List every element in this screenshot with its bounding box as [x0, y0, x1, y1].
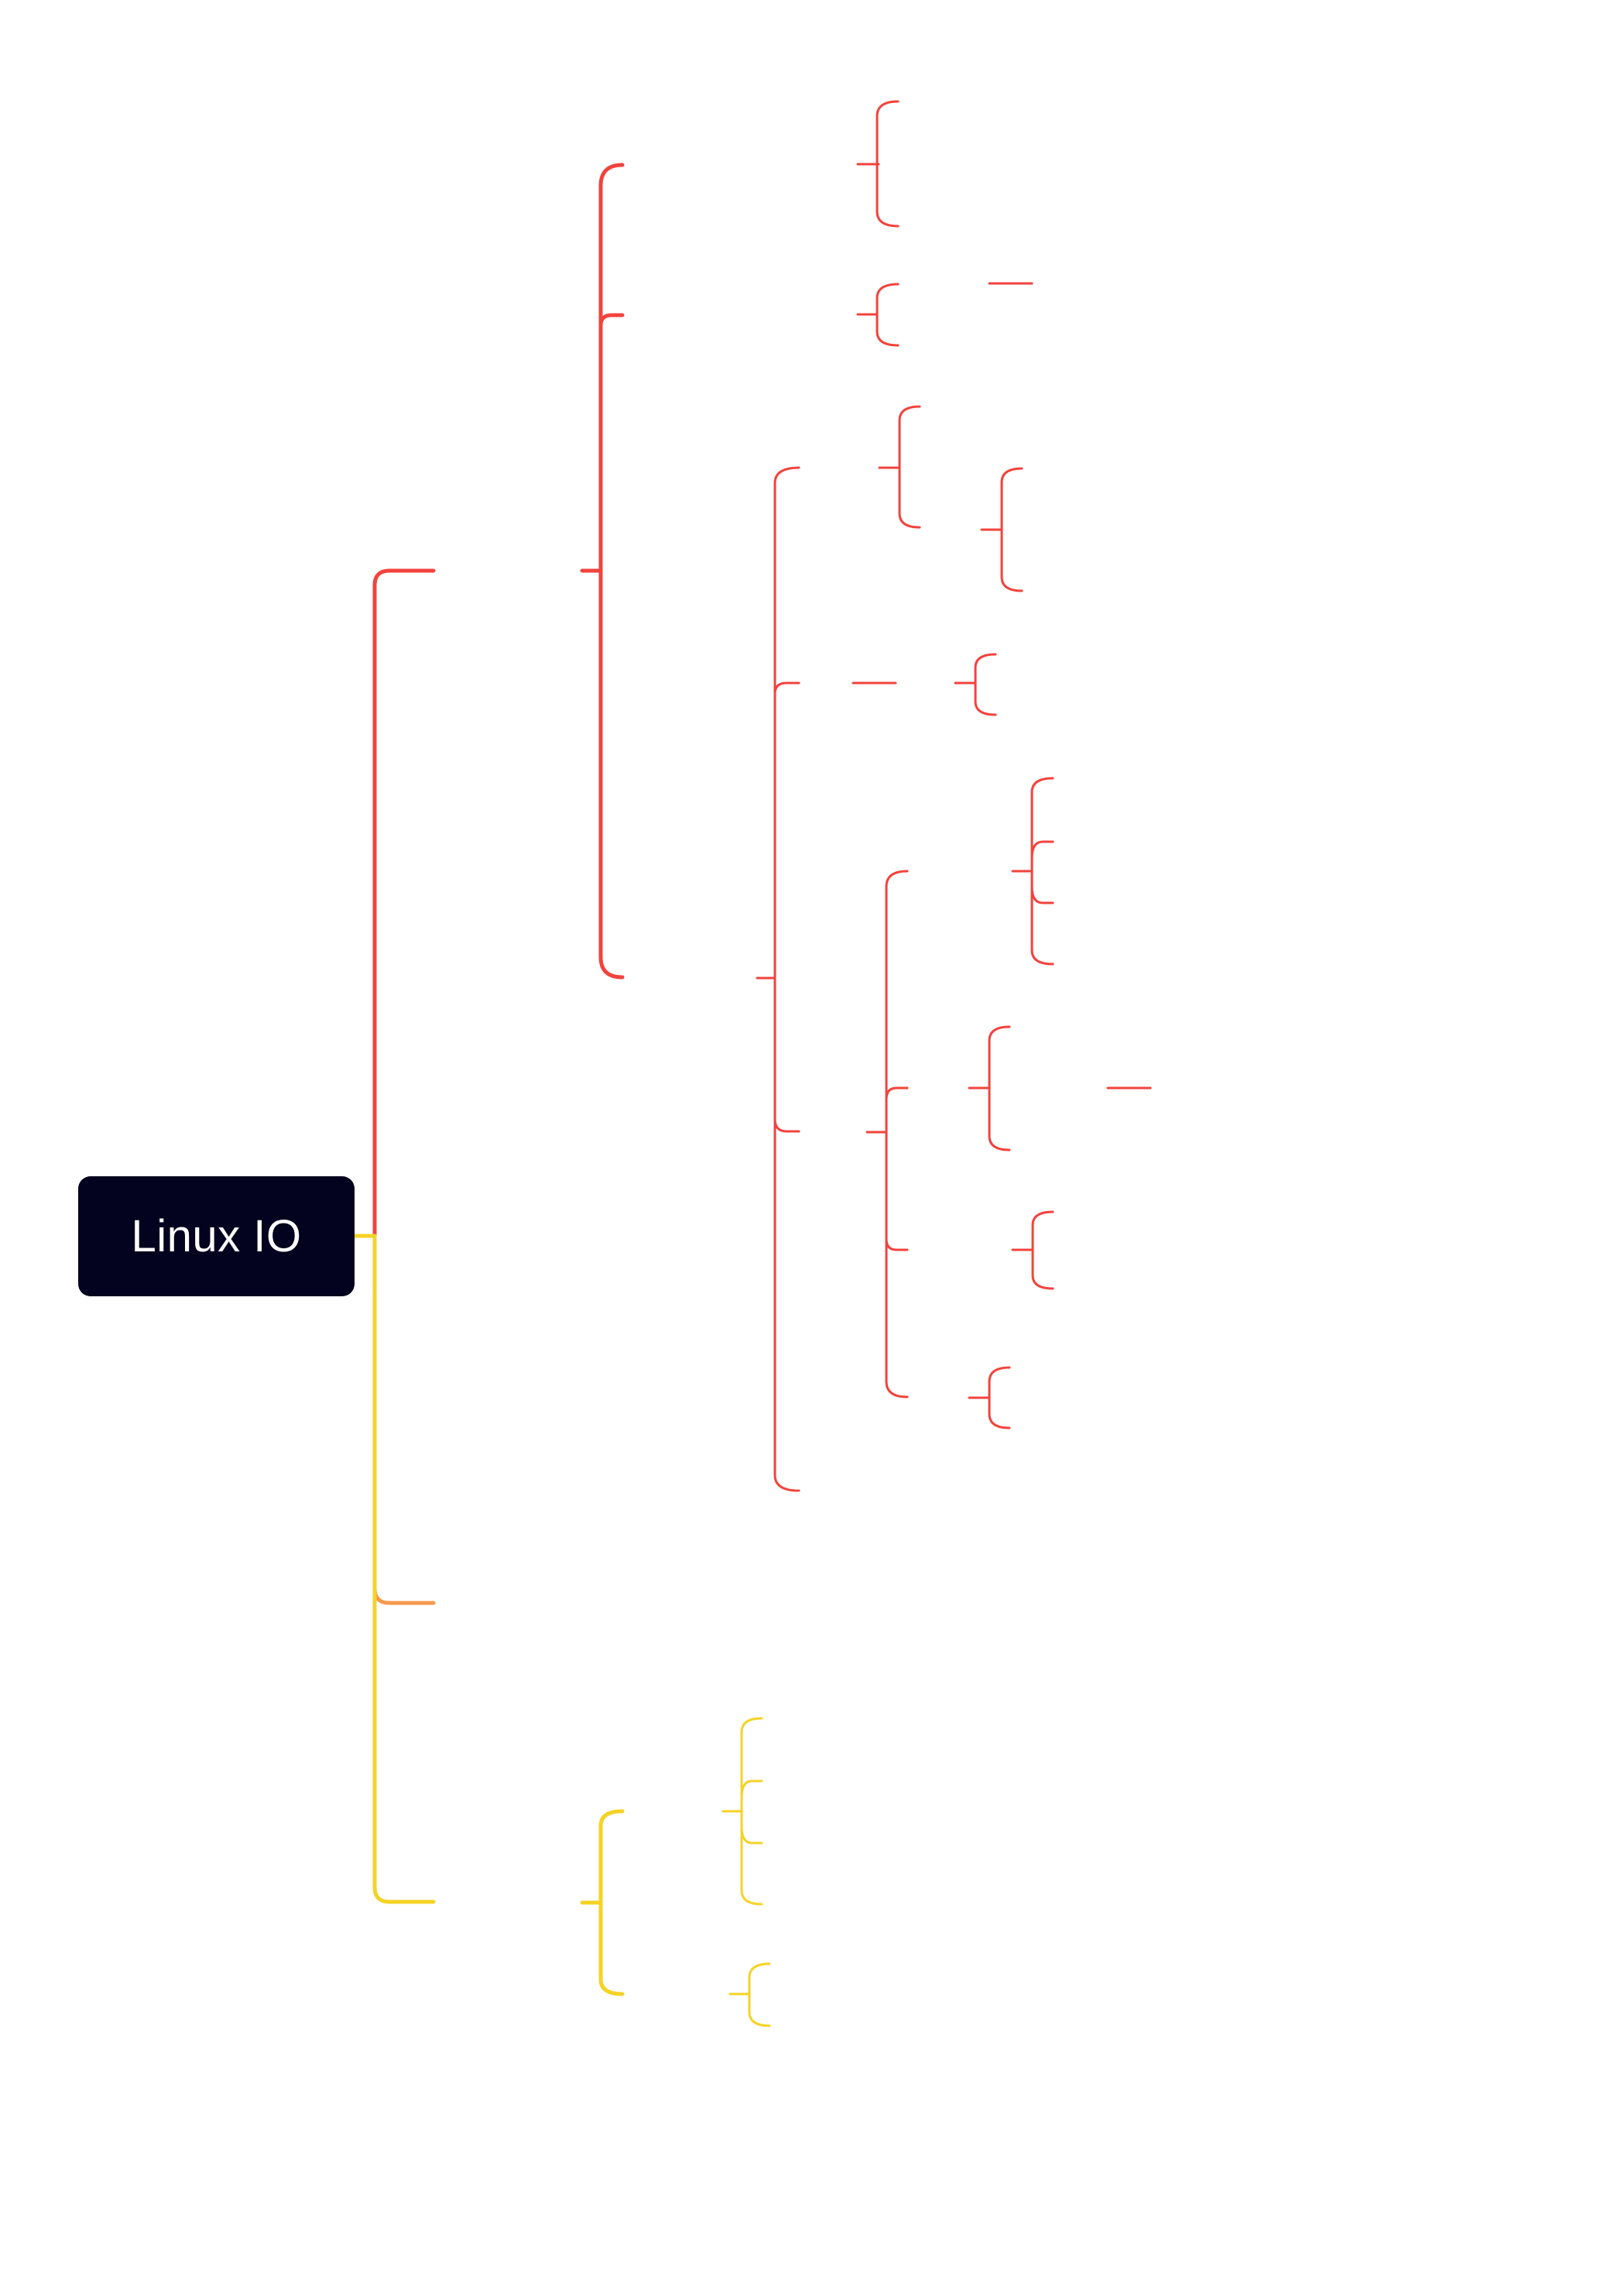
red-bracket-l3	[756, 466, 800, 1492]
yellow-bracket-l2	[580, 1809, 625, 1996]
root-node-label: Linux IO	[131, 1211, 302, 1261]
red-bracket-g-mid	[1030, 840, 1054, 904]
red-bracket-j	[968, 1366, 1011, 1429]
root-node[interactable]: Linux IO	[78, 1176, 355, 1296]
red-bracket-b	[856, 283, 900, 347]
yellow-bracket-a	[721, 1717, 763, 1906]
red-bracket-e	[954, 653, 997, 716]
red-bracket-d	[980, 467, 1023, 592]
red-bracket-c	[878, 405, 921, 529]
red-bracket-f	[865, 870, 909, 1399]
root-trunk	[352, 568, 436, 1904]
red-bracket-l3-mid1	[773, 681, 800, 695]
red-branch	[580, 100, 1152, 1492]
red-bracket-l3-mid2	[773, 1117, 800, 1133]
yellow-bracket-b	[728, 1962, 771, 2027]
red-bracket-l2-tick	[598, 313, 625, 328]
yellow-branch	[580, 1717, 771, 2027]
root-connector-orange	[372, 1234, 436, 1605]
root-connector-yellow	[352, 1234, 436, 1904]
red-bracket-f-mid1	[885, 1086, 909, 1101]
yellow-bracket-a-mid	[740, 1779, 763, 1845]
red-bracket-l2	[580, 163, 625, 980]
red-bracket-f-mid2	[885, 1237, 909, 1251]
red-bracket-h	[968, 1025, 1011, 1151]
root-connector-red	[352, 568, 436, 1238]
red-bracket-a	[856, 100, 900, 228]
red-bracket-g	[1011, 777, 1054, 966]
red-bracket-i	[1011, 1210, 1054, 1290]
